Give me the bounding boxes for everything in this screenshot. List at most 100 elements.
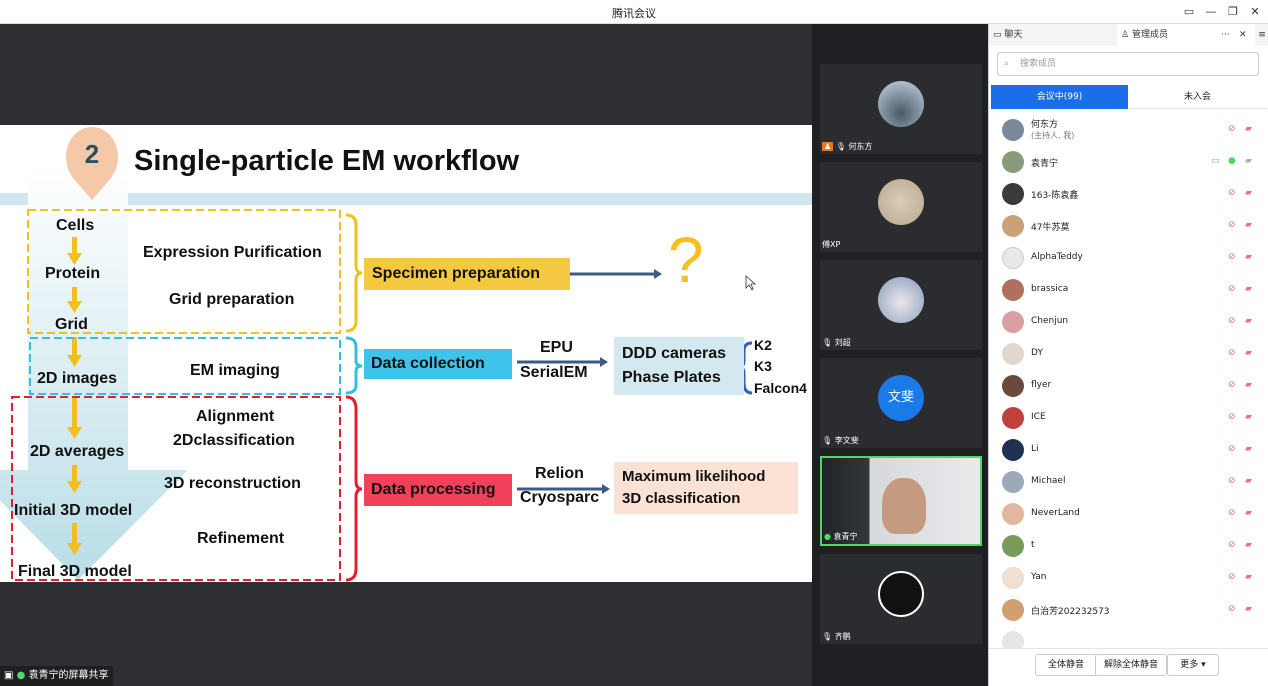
mute-all-button[interactable]: 全体静音 <box>1035 654 1097 676</box>
tab-chat[interactable]: ▭ 聊天 <box>989 24 1117 46</box>
camera-off-icon[interactable]: ▰ <box>1245 284 1252 294</box>
avatar <box>1002 375 1024 397</box>
ml-box <box>614 462 798 514</box>
more-icon[interactable]: ··· <box>1221 30 1230 40</box>
mic-off-icon[interactable]: ⊘ <box>1228 572 1236 582</box>
list-item[interactable] <box>989 626 1268 648</box>
video-tile[interactable]: 文斐 🎙 李文斐 <box>820 358 982 448</box>
member-name: Yan <box>1031 572 1047 582</box>
mic-off-icon[interactable]: ⊘ <box>1228 188 1236 198</box>
mic-off-icon[interactable]: ⊘ <box>1228 316 1236 326</box>
mic-off-icon[interactable]: ⊘ <box>1228 540 1236 550</box>
avatar <box>1002 311 1024 333</box>
mic-icon: ● <box>16 670 26 681</box>
screen-share-label: ▣ ● 袁青宁的屏幕共享 <box>0 666 113 686</box>
video-tile-active-speaker[interactable]: ● 袁青宁 <box>820 456 982 546</box>
camera-off-icon[interactable]: ▰ <box>1245 124 1252 134</box>
camera-off-icon[interactable]: ▰ <box>1245 412 1252 422</box>
mic-off-icon[interactable]: ⊘ <box>1228 252 1236 262</box>
mic-off-icon: 🎙 <box>822 632 833 641</box>
step-protein: Protein <box>45 265 101 282</box>
mic-off-icon[interactable]: ⊘ <box>1228 220 1236 230</box>
camera-off-icon[interactable]: ▰ <box>1245 316 1252 326</box>
more-button[interactable]: 更多 ▾ <box>1167 654 1219 676</box>
list-item[interactable]: Li⊘▰ <box>989 434 1268 466</box>
camera-off-icon[interactable]: ▰ <box>1245 444 1252 454</box>
avatar <box>1002 599 1024 621</box>
mic-off-icon[interactable]: ⊘ <box>1228 348 1236 358</box>
mic-off-icon[interactable]: ⊘ <box>1228 124 1236 134</box>
list-item[interactable]: 白治芳202232573 ⊘ ▰ <box>989 594 1268 626</box>
mic-off-icon[interactable]: ⊘ <box>1228 508 1236 518</box>
list-item[interactable]: flyer⊘▰ <box>989 370 1268 402</box>
list-item[interactable]: NeverLand⊘▰ <box>989 498 1268 530</box>
tile-name: 齐鹏 <box>834 632 851 641</box>
list-item[interactable]: 何东方 (主持人, 我) ⊘▰ <box>989 114 1268 146</box>
video-tile[interactable]: ♟ 🎙 何东方 <box>820 64 982 154</box>
mic-off-icon[interactable]: ⊘ <box>1228 476 1236 486</box>
tab-in-meeting[interactable]: 会议中(99) <box>991 85 1128 109</box>
chat-icon: ▭ <box>993 30 1002 40</box>
restore-button[interactable]: ❐ <box>1228 5 1238 18</box>
search-input[interactable]: ⌕ 搜索成员 <box>997 52 1259 76</box>
list-item[interactable]: Chenjun⊘▰ <box>989 306 1268 338</box>
camera-off-icon[interactable]: ▰ <box>1245 508 1252 518</box>
camera-icon[interactable]: ▰ <box>1245 156 1252 166</box>
mic-off-icon[interactable]: ⊘ <box>1228 604 1236 614</box>
list-item[interactable]: brassica⊘▰ <box>989 274 1268 306</box>
unmute-all-button[interactable]: 解除全体静音 <box>1095 654 1167 676</box>
minimize-button[interactable]: — <box>1205 5 1217 18</box>
workflow-arrow <box>0 127 757 582</box>
search-icon: ⌕ <box>1004 59 1010 69</box>
avatar <box>878 277 924 323</box>
member-name: DY <box>1031 348 1043 358</box>
window-title: 腾讯会议 <box>612 7 656 20</box>
member-name: 163-陈袁鑫 <box>1031 191 1079 201</box>
grid-preparation: Grid preparation <box>169 291 295 308</box>
camera-off-icon[interactable]: ▰ <box>1245 220 1252 230</box>
menu-icon[interactable]: ≡ <box>1255 24 1268 46</box>
camera-off-icon[interactable]: ▰ <box>1245 252 1252 262</box>
avatar <box>1002 119 1024 141</box>
speaker-video <box>882 478 926 534</box>
video-tile[interactable]: 傅XP <box>820 162 982 252</box>
list-item[interactable]: 163-陈袁鑫 ⊘ ▰ <box>989 178 1268 210</box>
camera-off-icon[interactable]: ▰ <box>1245 604 1252 614</box>
camera-off-icon[interactable]: ▰ <box>1245 380 1252 390</box>
mic-off-icon[interactable]: ⊘ <box>1228 380 1236 390</box>
list-item[interactable]: AlphaTeddy⊘▰ <box>989 242 1268 274</box>
mic-on-icon[interactable]: ● <box>1228 156 1236 166</box>
avatar <box>1002 215 1024 237</box>
mic-off-icon[interactable]: ⊘ <box>1228 284 1236 294</box>
slide-badge: 2 <box>84 139 100 169</box>
refinement: Refinement <box>197 530 285 547</box>
list-item[interactable]: 袁青宁 ▭ ●▰ <box>989 146 1268 178</box>
video-tile[interactable]: 🎙 刘超 <box>820 260 982 350</box>
share-label-text: 袁青宁的屏幕共享 <box>28 670 109 681</box>
pin-icon[interactable]: ▭ <box>1183 5 1195 18</box>
avatar <box>1002 631 1024 648</box>
camera-off-icon[interactable]: ▰ <box>1245 572 1252 582</box>
camera-off-icon[interactable]: ▰ <box>1245 540 1252 550</box>
classification-3d: 3D classification <box>622 490 741 507</box>
mic-off-icon[interactable]: ⊘ <box>1228 444 1236 454</box>
mic-off-icon[interactable]: ⊘ <box>1228 412 1236 422</box>
data-processing-box: Data processing <box>364 474 512 506</box>
tab-manage-members[interactable]: ♙ 管理成员 ··· ✕ <box>1117 24 1257 46</box>
list-item[interactable]: Michael⊘▰ <box>989 466 1268 498</box>
step-grid: Grid <box>55 316 88 333</box>
close-button[interactable]: ✕ <box>1250 5 1260 18</box>
camera-off-icon[interactable]: ▰ <box>1245 348 1252 358</box>
tab-not-joined[interactable]: 未入会 <box>1128 85 1267 109</box>
member-name: 白治芳202232573 <box>1031 607 1110 617</box>
camera-off-icon[interactable]: ▰ <box>1245 188 1252 198</box>
close-icon[interactable]: ✕ <box>1239 30 1247 40</box>
mic-on-icon: ● <box>824 532 831 541</box>
camera-off-icon[interactable]: ▰ <box>1245 476 1252 486</box>
list-item[interactable]: 47牛苏莫⊘▰ <box>989 210 1268 242</box>
list-item[interactable]: ICE⊘▰ <box>989 402 1268 434</box>
list-item[interactable]: t⊘▰ <box>989 530 1268 562</box>
video-tile[interactable]: 🎙 齐鹏 <box>820 554 982 644</box>
list-item[interactable]: Yan ⊘ ▰ <box>989 562 1268 594</box>
list-item[interactable]: DY ⊘ ▰ <box>989 338 1268 370</box>
